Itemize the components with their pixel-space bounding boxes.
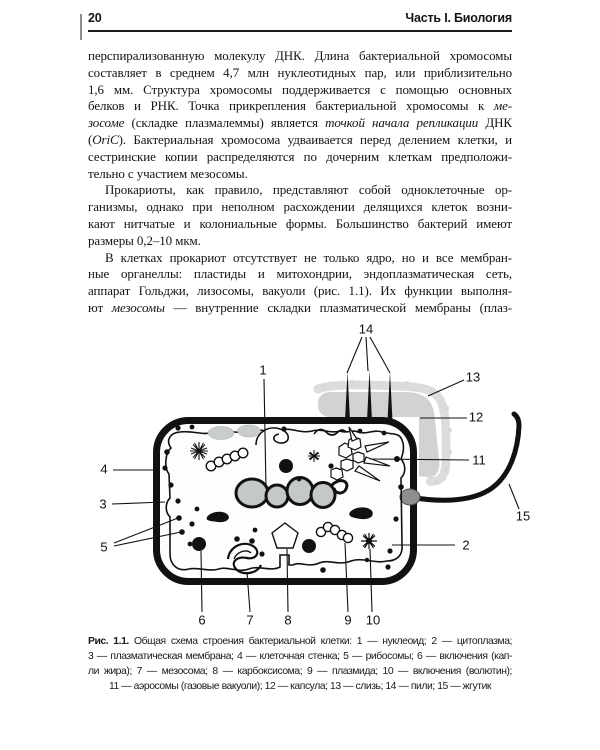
inclusion-blob-icon (206, 507, 373, 523)
figure-label-11: 11 (472, 452, 486, 467)
text-line: сестринские копии распределяются по доче… (88, 148, 512, 164)
figure-label-1: 1 (259, 362, 266, 377)
text-line: Прокариоты, как правило, представляют со… (105, 182, 512, 198)
figure-label-6: 6 (198, 612, 205, 627)
text-line: ганизмы, однако при неполном расхождении… (88, 199, 512, 215)
pili-icon (345, 370, 393, 421)
basal-body-icon (399, 488, 421, 506)
text-line: белков и РНК. Точка прикрепления бактери… (88, 98, 512, 114)
figure-label-12: 12 (469, 409, 483, 424)
text-line: перспирализованную молекулу ДНК. Длина б… (88, 48, 512, 63)
text-line: аппарат Гольджи, лизосомы, вакуоли (рис.… (88, 283, 512, 299)
paragraph: В клетках прокариот отсутствует не тольк… (88, 250, 512, 317)
bacteria-cell-diagram: 1 2 3 4 5 6 7 8 9 10 11 12 13 14 15 (99, 321, 530, 627)
section-title: Часть I. Биология (405, 11, 512, 25)
scan-artifact (80, 14, 82, 40)
plasma-membrane-icon (165, 427, 406, 572)
text-line: ные органеллы: пластиды и митохондрии, э… (88, 266, 512, 282)
starburst-inclusion-icon (190, 442, 320, 462)
figure-label-2: 2 (462, 537, 469, 552)
page-number: 20 (88, 11, 102, 25)
paragraph: Прокариоты, как правило, представляют со… (88, 182, 512, 249)
nucleoid-icon (234, 476, 349, 509)
mesosome-icon (226, 542, 263, 575)
figure-label-15: 15 (516, 508, 530, 523)
figure-label-7: 7 (246, 612, 253, 627)
paragraph: перспирализованную молекулу ДНК. Длина б… (88, 48, 512, 182)
figure-label-13: 13 (466, 369, 480, 384)
figure-caption: Рис. 1.1. Общая схема строения бактериал… (88, 634, 512, 694)
carboxysome-icon (271, 522, 299, 549)
figure-label-3: 3 (99, 496, 106, 511)
lipid-droplet-icon (192, 459, 316, 553)
text-line: ют мезосомы — внутренние складки плазмат… (88, 299, 513, 315)
text-line: размеры 0,2–10 мкм. (88, 232, 201, 248)
figure-label-10: 10 (366, 612, 380, 627)
caption-line: ли жира); 7 — мезосома; 8 — карбоксисома… (88, 666, 512, 677)
text-line: кают нитчатые и колониальные формы. Боль… (88, 215, 512, 231)
flagellum-icon (406, 411, 522, 503)
figure-label-4: 4 (100, 461, 107, 476)
leader-lines (111, 336, 520, 613)
plasmid-icon (205, 447, 354, 544)
body-text: перспирализованную молекулу ДНК. Длина б… (88, 48, 512, 317)
text-line: тельно с участием мезосомы. (88, 165, 248, 181)
text-line: составляет в среднем 4,7 млн нуклеотидны… (88, 64, 512, 80)
text-line: 1,6 мм. Структура хромосомы поддерживает… (88, 81, 512, 97)
caption-line: Рис. 1.1. Общая схема строения бактериал… (88, 636, 512, 647)
figure-label-8: 8 (284, 612, 291, 627)
volutin-inclusion-icon (361, 533, 377, 549)
figure-label-14: 14 (359, 321, 373, 336)
figure-label-9: 9 (344, 612, 351, 627)
text-line: зосоме (складке плазмалеммы) является то… (88, 115, 512, 131)
page-header: 20 Часть I. Биология (88, 11, 512, 32)
slime-layer-icon (313, 380, 452, 486)
caption-line: 3 — плазматическая мембрана; 4 — клеточн… (88, 651, 512, 662)
ribosome-dots-icon (162, 424, 404, 573)
gas-vacuoles-icon (330, 426, 391, 482)
gray-inclusions-icon (207, 424, 261, 440)
text-line: (OriC). Бактериальная хромосома удваивае… (88, 131, 512, 147)
figure-label-5: 5 (100, 539, 107, 554)
text-line: В клетках прокариот отсутствует не тольк… (105, 249, 512, 265)
caption-line: 11 — аэросомы (газовые вакуоли); 12 — ка… (108, 681, 492, 692)
